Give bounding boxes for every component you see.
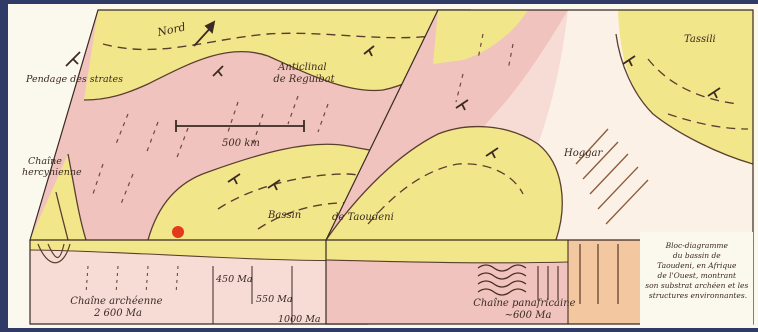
label-age-450: 450 Ma xyxy=(215,274,253,285)
label-anticlinal-line: de Reguibat xyxy=(273,74,335,85)
caption-line: de l'Ouest, montrant xyxy=(658,271,737,280)
label-anticlinal: Anticlinal de Reguibat xyxy=(273,62,335,85)
label-panafricaine-line: Chaîne panafricaine xyxy=(473,298,575,309)
label-archeenne-line: Chaîne archéenne xyxy=(70,296,162,307)
dip-symbol-icon xyxy=(66,52,80,66)
caption-line: son substrat archéen et les xyxy=(645,281,748,290)
label-archeenne-line: 2 600 Ma xyxy=(93,308,142,319)
label-scale: 500 km xyxy=(222,138,260,149)
block-diagram: Nord Pendage des strates Anticlinal de R… xyxy=(8,4,758,328)
label-hercynienne-line: hercynienne xyxy=(22,167,82,178)
red-dot-marker xyxy=(172,226,184,238)
caption-line: structures environnantes. xyxy=(649,291,747,300)
label-anticlinal-line: Anticlinal xyxy=(277,62,326,73)
label-taoudeni: de Taoudeni xyxy=(332,212,394,223)
label-bassin: Bassin xyxy=(267,210,301,221)
label-hercynienne-line: Chaîne xyxy=(28,156,62,167)
label-hoggar: Hoggar xyxy=(563,148,604,159)
diagram-frame: Nord Pendage des strates Anticlinal de R… xyxy=(8,4,758,328)
caption-line: du bassin de xyxy=(673,251,721,260)
label-age-1000: 1000 Ma xyxy=(278,314,321,325)
caption-line: Bloc-diagramme xyxy=(665,241,729,250)
label-panafricaine-line: ~600 Ma xyxy=(505,310,552,321)
label-tassili: Tassili xyxy=(684,34,716,45)
caption-line: Taoudeni, en Afrique xyxy=(657,261,737,270)
label-age-550: 550 Ma xyxy=(256,294,293,305)
label-pendage: Pendage des strates xyxy=(25,74,123,85)
